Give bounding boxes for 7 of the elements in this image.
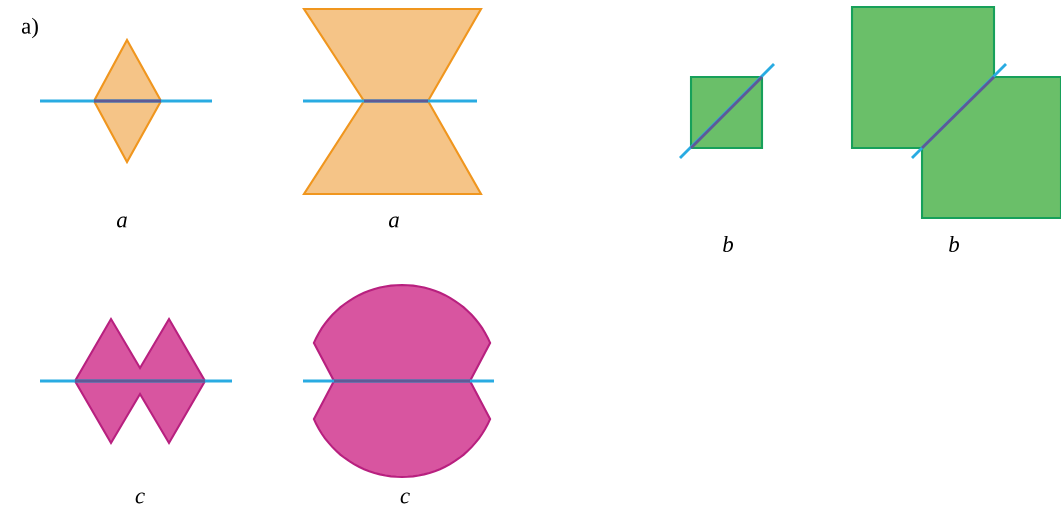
figure-label: a) (21, 17, 38, 39)
figure-label: c (135, 492, 145, 504)
figure-label: a (389, 216, 399, 228)
figure-label: b (723, 235, 733, 253)
figure-label: a (117, 216, 127, 228)
figure-label: b (949, 235, 959, 253)
figure-label: c (400, 492, 410, 504)
